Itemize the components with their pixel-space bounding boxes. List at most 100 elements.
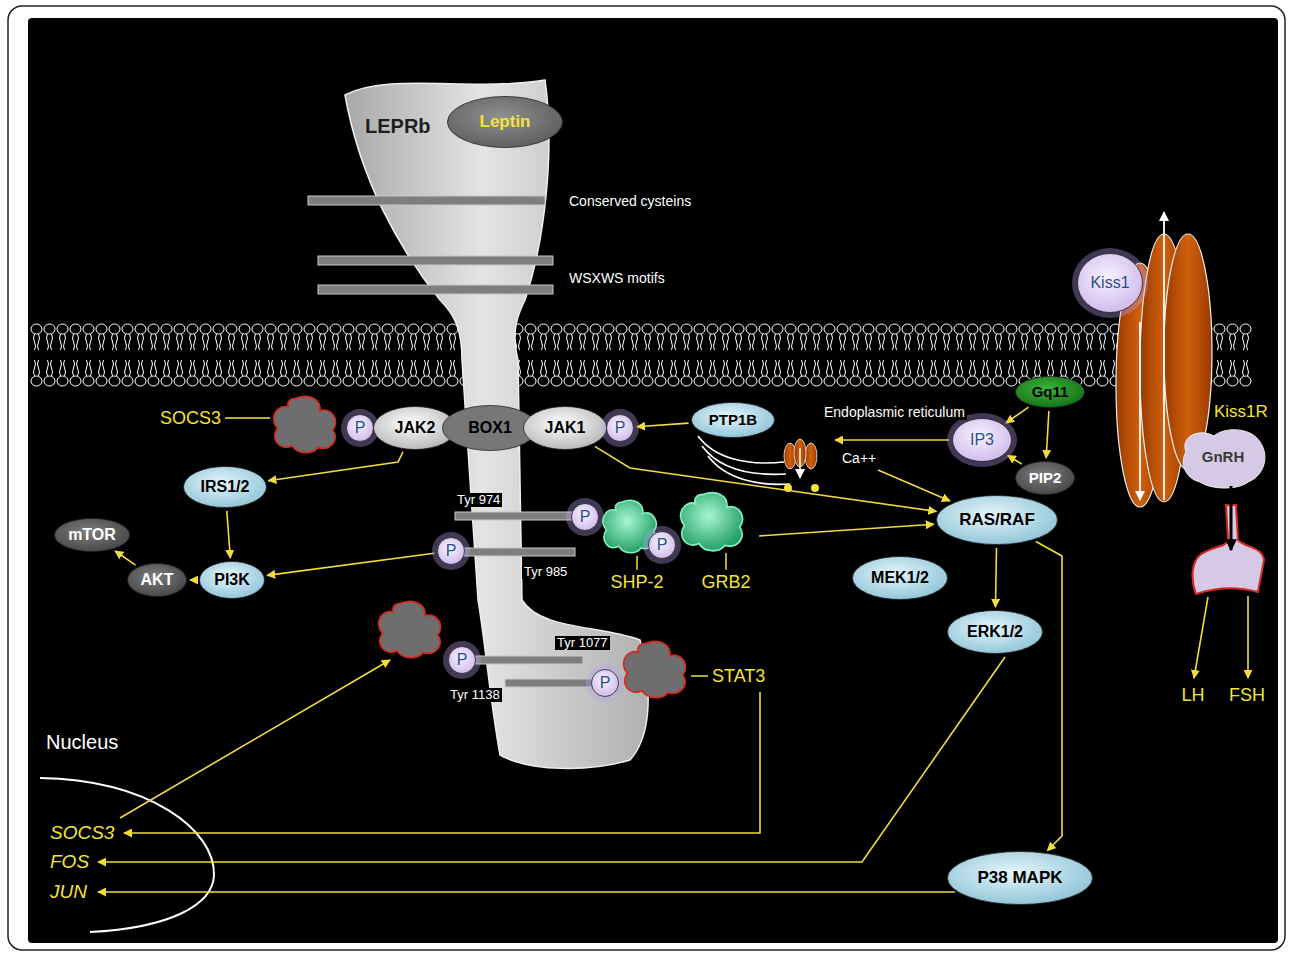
leader-line	[636, 556, 638, 570]
annotation-label: LH	[1179, 685, 1206, 706]
node-label: JAK2	[395, 419, 436, 437]
signal-arrow	[1006, 407, 1028, 423]
node-text: PI3K	[214, 571, 250, 589]
node-text: MEK1/2	[871, 569, 929, 587]
calcium-ion	[811, 484, 819, 492]
domain-bar	[318, 285, 553, 294]
signal-arrow	[1008, 456, 1022, 465]
signal-arrow	[1046, 411, 1049, 458]
node-text: P	[600, 674, 611, 692]
node-text: P	[615, 419, 626, 437]
node-label: P	[446, 542, 457, 560]
protein-oval: mTOR	[54, 518, 130, 552]
node-text: Kiss1R	[1214, 402, 1268, 422]
node-shape	[347, 415, 374, 442]
hormone-shape: GnRH	[1176, 424, 1270, 598]
node-text: P38 MAPK	[977, 868, 1062, 888]
node-shape	[1078, 254, 1143, 313]
node-text: IP3	[970, 431, 994, 449]
node-text: PIP2	[1029, 469, 1062, 486]
node-text: ERK1/2	[967, 623, 1023, 641]
node-label: PI3K	[214, 571, 250, 589]
annotation-label: WSXWS motifs	[567, 270, 667, 286]
signal-arrow	[637, 423, 689, 427]
signal-arrow	[227, 511, 231, 558]
glow	[947, 413, 1017, 467]
annotation-label: Endoplasmic reticulum	[822, 404, 967, 420]
node-shape	[449, 647, 476, 674]
domain-bar	[505, 679, 600, 687]
signal-arrow	[98, 440, 1248, 892]
node-shape	[438, 538, 465, 565]
endoplasmic-reticulum	[698, 436, 790, 484]
node-label: IP3	[970, 431, 994, 449]
node-label: LEPRb	[365, 115, 431, 138]
kinase-oval: JAK1	[523, 406, 607, 450]
protein-blob	[379, 602, 441, 658]
node-label: RAS/RAF	[959, 510, 1035, 530]
signal-arrow	[190, 579, 196, 581]
node-label: PIP2	[1029, 469, 1062, 486]
node-shape	[128, 564, 187, 597]
node-shape	[1016, 462, 1075, 495]
node-text: IRS1/2	[201, 478, 250, 496]
node-text: BOX1	[468, 419, 512, 437]
hormone-outline	[1193, 505, 1264, 594]
node-label: AKT	[141, 571, 174, 589]
node-label: P	[457, 651, 468, 669]
signal-arrow	[267, 553, 434, 575]
protein-blob	[681, 493, 743, 551]
protein-blob	[624, 642, 686, 698]
node-text: P	[355, 419, 366, 437]
node-text: P	[457, 651, 468, 669]
node-label: Gq11	[1032, 383, 1069, 400]
glow	[432, 532, 470, 570]
node-text: SOCS3	[160, 408, 221, 429]
protein-blob	[274, 397, 336, 453]
node-text: GnRH	[1202, 448, 1245, 465]
node-label: SHP-2	[610, 572, 663, 593]
node-label: MEK1/2	[871, 569, 929, 587]
protein-oval: MEK1/2	[852, 556, 948, 600]
signal-arrow	[124, 692, 760, 833]
lipid-oval: PIP2	[1015, 461, 1075, 495]
node-label: P	[355, 419, 366, 437]
node-label: JAK1	[545, 419, 586, 437]
annotation-label: FSH	[1227, 685, 1267, 706]
node-label: P	[657, 536, 668, 554]
signal-arrow	[1194, 597, 1208, 678]
node-shape	[649, 532, 676, 559]
glow	[1072, 248, 1148, 318]
phospho-circle: P	[606, 414, 634, 442]
node-shape	[937, 496, 1058, 545]
node-text: Kiss1	[1090, 274, 1129, 292]
protein-oval: IRS1/2	[183, 466, 267, 508]
node-text: JAK1	[545, 419, 586, 437]
node-label: P38 MAPK	[977, 868, 1062, 888]
node-text: P	[580, 508, 591, 526]
node-shape	[54, 519, 129, 552]
phospho-circle: P	[571, 503, 599, 531]
node-text: AKT	[141, 571, 174, 589]
leader-line	[725, 553, 727, 570]
glow	[643, 526, 681, 564]
signal-arrow	[759, 524, 934, 536]
calcium-channel	[784, 439, 817, 478]
nucleus-envelope	[40, 778, 214, 932]
protein-oval: ERK1/2	[947, 610, 1043, 654]
phospho-circle: P	[437, 537, 465, 565]
node-label: IRS1/2	[201, 478, 250, 496]
domain-bar	[455, 548, 575, 556]
node-shape	[1016, 377, 1085, 408]
protein-shape: SOCS3	[155, 386, 345, 460]
node-text: STAT3	[712, 666, 765, 687]
node-shape	[948, 611, 1043, 654]
frame	[8, 6, 1285, 950]
signal-arrow	[115, 551, 135, 565]
annotation-label: Nucleus	[44, 731, 120, 754]
node-text: P	[446, 542, 457, 560]
domain-bar	[470, 656, 583, 664]
node-shape	[200, 562, 265, 599]
leader-line	[225, 417, 270, 419]
signal-arrow	[120, 660, 390, 818]
